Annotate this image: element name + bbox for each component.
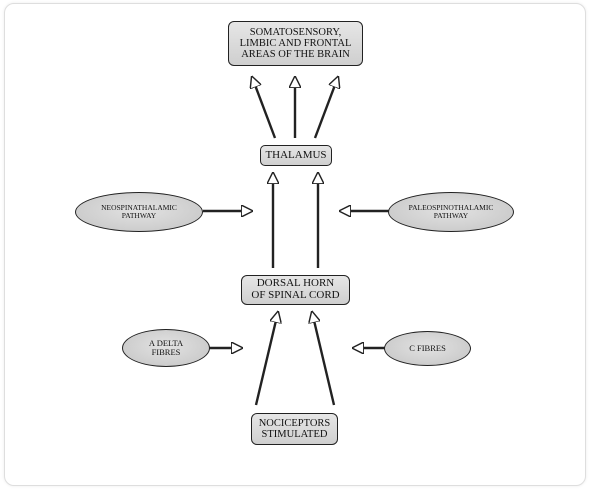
arrow-thalamus-brain-right — [313, 77, 338, 139]
paleospinothalamic-pathway-ellipse: PALEOSPINOTHALAMIC PATHWAY — [388, 192, 514, 232]
dorsal-horn-box: DORSAL HORN OF SPINAL CORD — [241, 275, 350, 305]
c-fibres-ellipse: C FIBRES — [384, 331, 471, 366]
nociceptors-box: NOCICEPTORS STIMULATED — [251, 413, 338, 445]
a-delta-fibres-ellipse: A DELTA FIBRES — [122, 329, 210, 367]
arrow-nociceptors-dorsal-right — [312, 312, 336, 406]
arrow-thalamus-brain-left — [252, 77, 277, 139]
brain-areas-box: SOMATOSENSORY, LIMBIC AND FRONTAL AREAS … — [228, 21, 363, 66]
arrow-nociceptors-dorsal-left — [254, 312, 278, 406]
neospinothalamic-pathway-ellipse: NEOSPINATHALAMIC PATHWAY — [75, 192, 203, 232]
thalamus-box: THALAMUS — [260, 145, 332, 166]
